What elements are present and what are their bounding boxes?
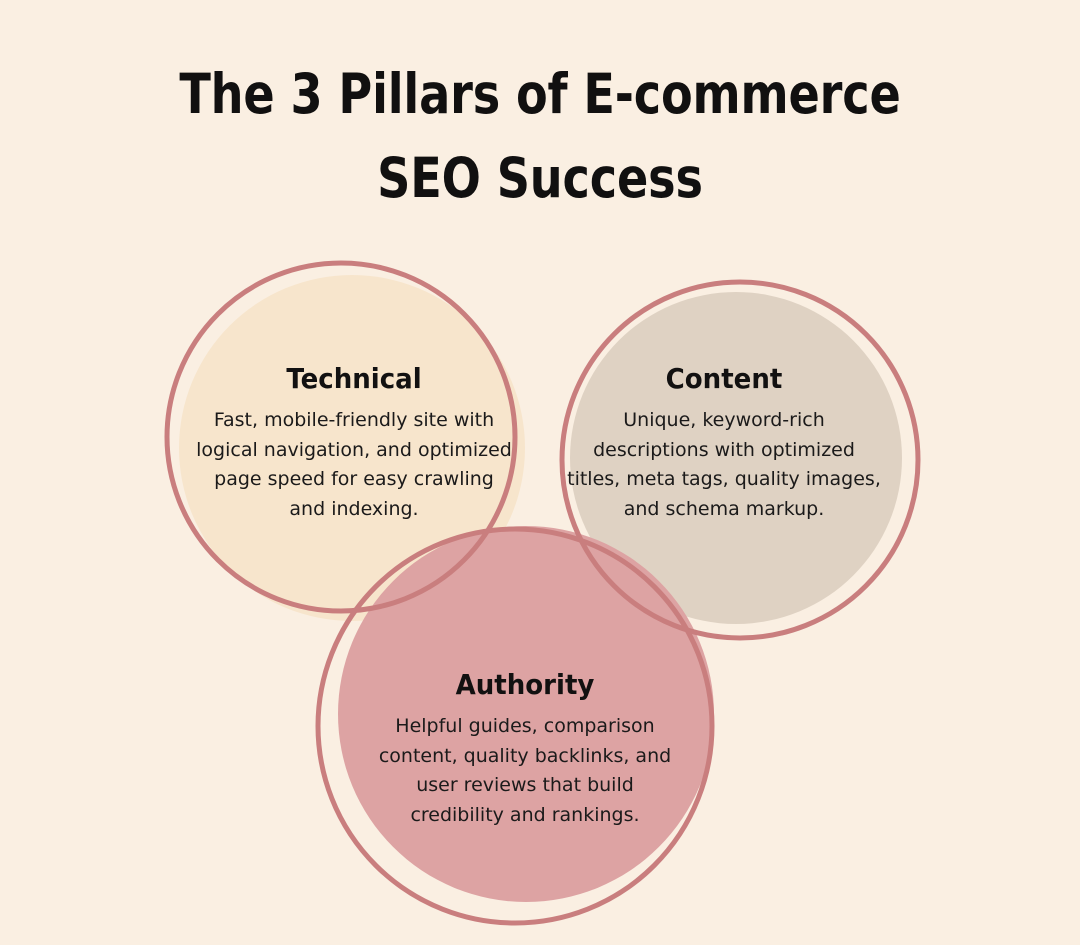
content-circle-ring: [559, 279, 921, 641]
technical-circle-fill: [179, 275, 525, 621]
technical-circle-ring: [164, 260, 518, 614]
authority-circle-ring: [315, 526, 715, 926]
content-circle-fill: [570, 292, 902, 624]
authority-circle-fill: [338, 526, 714, 902]
